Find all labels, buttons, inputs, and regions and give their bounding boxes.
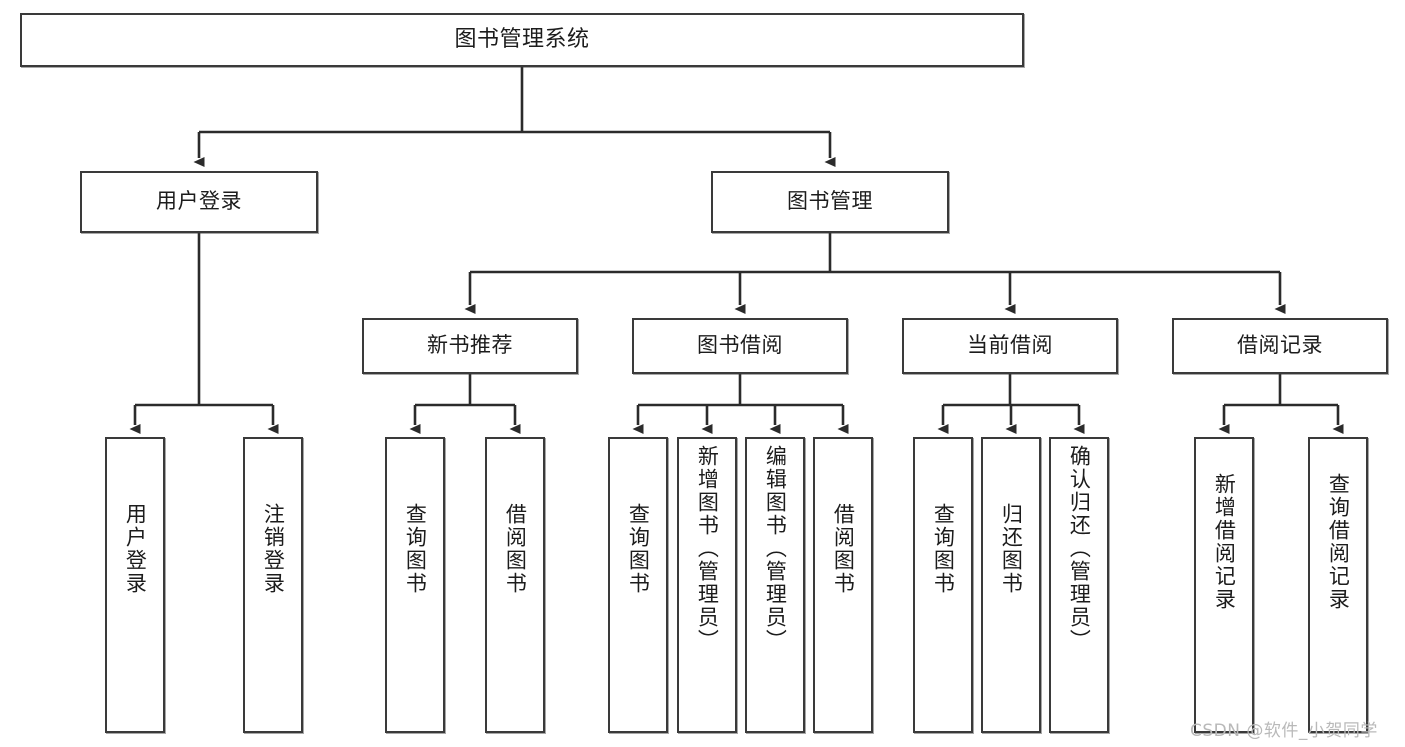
node-borrow-records[interactable]: 借阅记录: [1172, 318, 1388, 374]
leaf-borrow-book-new[interactable]: 借阅图书: [485, 437, 545, 733]
csdn-watermark: CSDN @软件_小贺同学: [1190, 721, 1378, 741]
node-book-management[interactable]: 图书管理: [711, 171, 949, 233]
leaf-query-book-borrow[interactable]: 查询图书: [608, 437, 668, 733]
leaf-query-book-borrow-label: 查询图书: [626, 503, 651, 595]
leaf-edit-book-admin-label: 编辑图书（管理员）: [763, 445, 788, 652]
node-current-borrow-label: 当前借阅: [967, 333, 1053, 358]
leaf-edit-book-admin[interactable]: 编辑图书（管理员）: [745, 437, 805, 733]
node-borrow-records-label: 借阅记录: [1237, 333, 1323, 358]
node-user-login[interactable]: 用户登录: [80, 171, 318, 233]
leaf-borrow-book-new-label: 借阅图书: [503, 503, 528, 595]
leaf-add-book-admin-label: 新增图书（管理员）: [695, 445, 720, 652]
leaf-query-book-current-label: 查询图书: [931, 503, 956, 595]
node-book-management-label: 图书管理: [787, 189, 873, 214]
leaf-borrow-book[interactable]: 借阅图书: [813, 437, 873, 733]
node-book-borrow-label: 图书借阅: [697, 333, 783, 358]
node-root-label: 图书管理系统: [454, 26, 590, 52]
leaf-confirm-return-admin[interactable]: 确认归还（管理员）: [1049, 437, 1109, 733]
leaf-logout-label: 注销登录: [261, 503, 286, 595]
leaf-user-login[interactable]: 用户登录: [105, 437, 165, 733]
leaf-query-book-new[interactable]: 查询图书: [385, 437, 445, 733]
leaf-user-login-label: 用户登录: [123, 503, 148, 595]
leaf-confirm-return-admin-label: 确认归还（管理员）: [1067, 445, 1092, 652]
leaf-logout[interactable]: 注销登录: [243, 437, 303, 733]
node-new-book-recommend-label: 新书推荐: [427, 333, 513, 358]
leaf-query-borrow-record[interactable]: 查询借阅记录: [1308, 437, 1368, 733]
leaf-query-borrow-record-label: 查询借阅记录: [1326, 473, 1351, 611]
node-book-borrow[interactable]: 图书借阅: [632, 318, 848, 374]
leaf-borrow-book-label: 借阅图书: [831, 503, 856, 595]
leaf-query-book-new-label: 查询图书: [403, 503, 428, 595]
leaf-return-book[interactable]: 归还图书: [981, 437, 1041, 733]
leaf-return-book-label: 归还图书: [999, 503, 1024, 595]
leaf-add-borrow-record[interactable]: 新增借阅记录: [1194, 437, 1254, 733]
leaf-query-book-current[interactable]: 查询图书: [913, 437, 973, 733]
node-current-borrow[interactable]: 当前借阅: [902, 318, 1118, 374]
node-new-book-recommend[interactable]: 新书推荐: [362, 318, 578, 374]
leaf-add-book-admin[interactable]: 新增图书（管理员）: [677, 437, 737, 733]
leaf-add-borrow-record-label: 新增借阅记录: [1212, 473, 1237, 611]
node-user-login-label: 用户登录: [156, 189, 242, 214]
node-root[interactable]: 图书管理系统: [20, 13, 1024, 67]
